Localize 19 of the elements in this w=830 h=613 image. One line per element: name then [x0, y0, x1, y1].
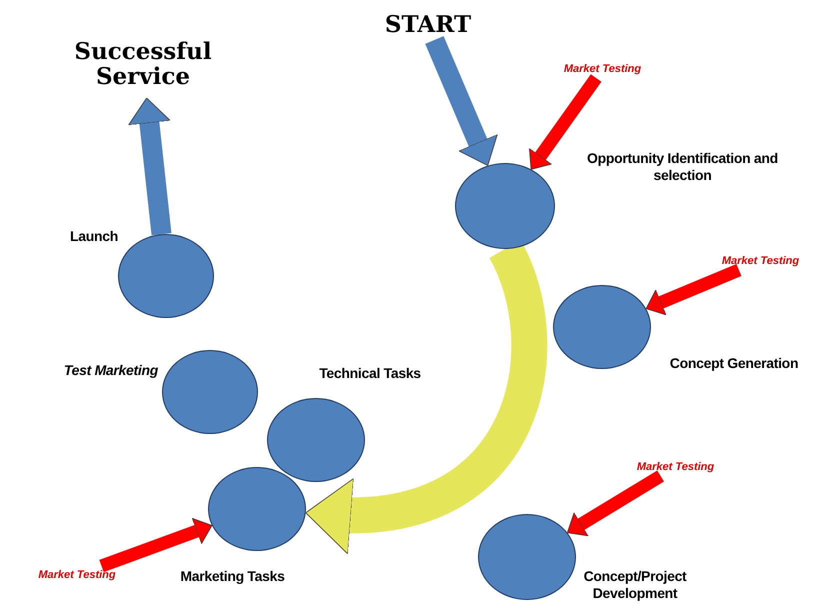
block-arrow — [646, 264, 742, 316]
block-arrow — [566, 470, 664, 536]
node-label: Test Marketing — [62, 362, 158, 379]
node-label: Opportunity Identification and selection — [586, 150, 779, 184]
heading-text: Successful Service — [50, 30, 236, 98]
block-arrow — [99, 518, 212, 572]
block-arrow — [128, 98, 172, 236]
node-label: Technical Tasks — [318, 365, 422, 382]
node-label: Launch — [69, 228, 118, 245]
block-arrow — [529, 74, 602, 170]
block-arrow — [425, 36, 498, 166]
tag-text: Market Testing — [535, 60, 670, 78]
start-text: START — [378, 10, 478, 40]
node-label: Concept Generation — [668, 355, 800, 372]
node-label: Concept/Project Development — [582, 568, 688, 602]
tag-text: Market Testing — [8, 566, 146, 584]
node-label: Marketing Tasks — [179, 568, 286, 585]
tag-text: Market Testing — [693, 252, 828, 270]
tag-text: Market Testing — [608, 458, 743, 476]
